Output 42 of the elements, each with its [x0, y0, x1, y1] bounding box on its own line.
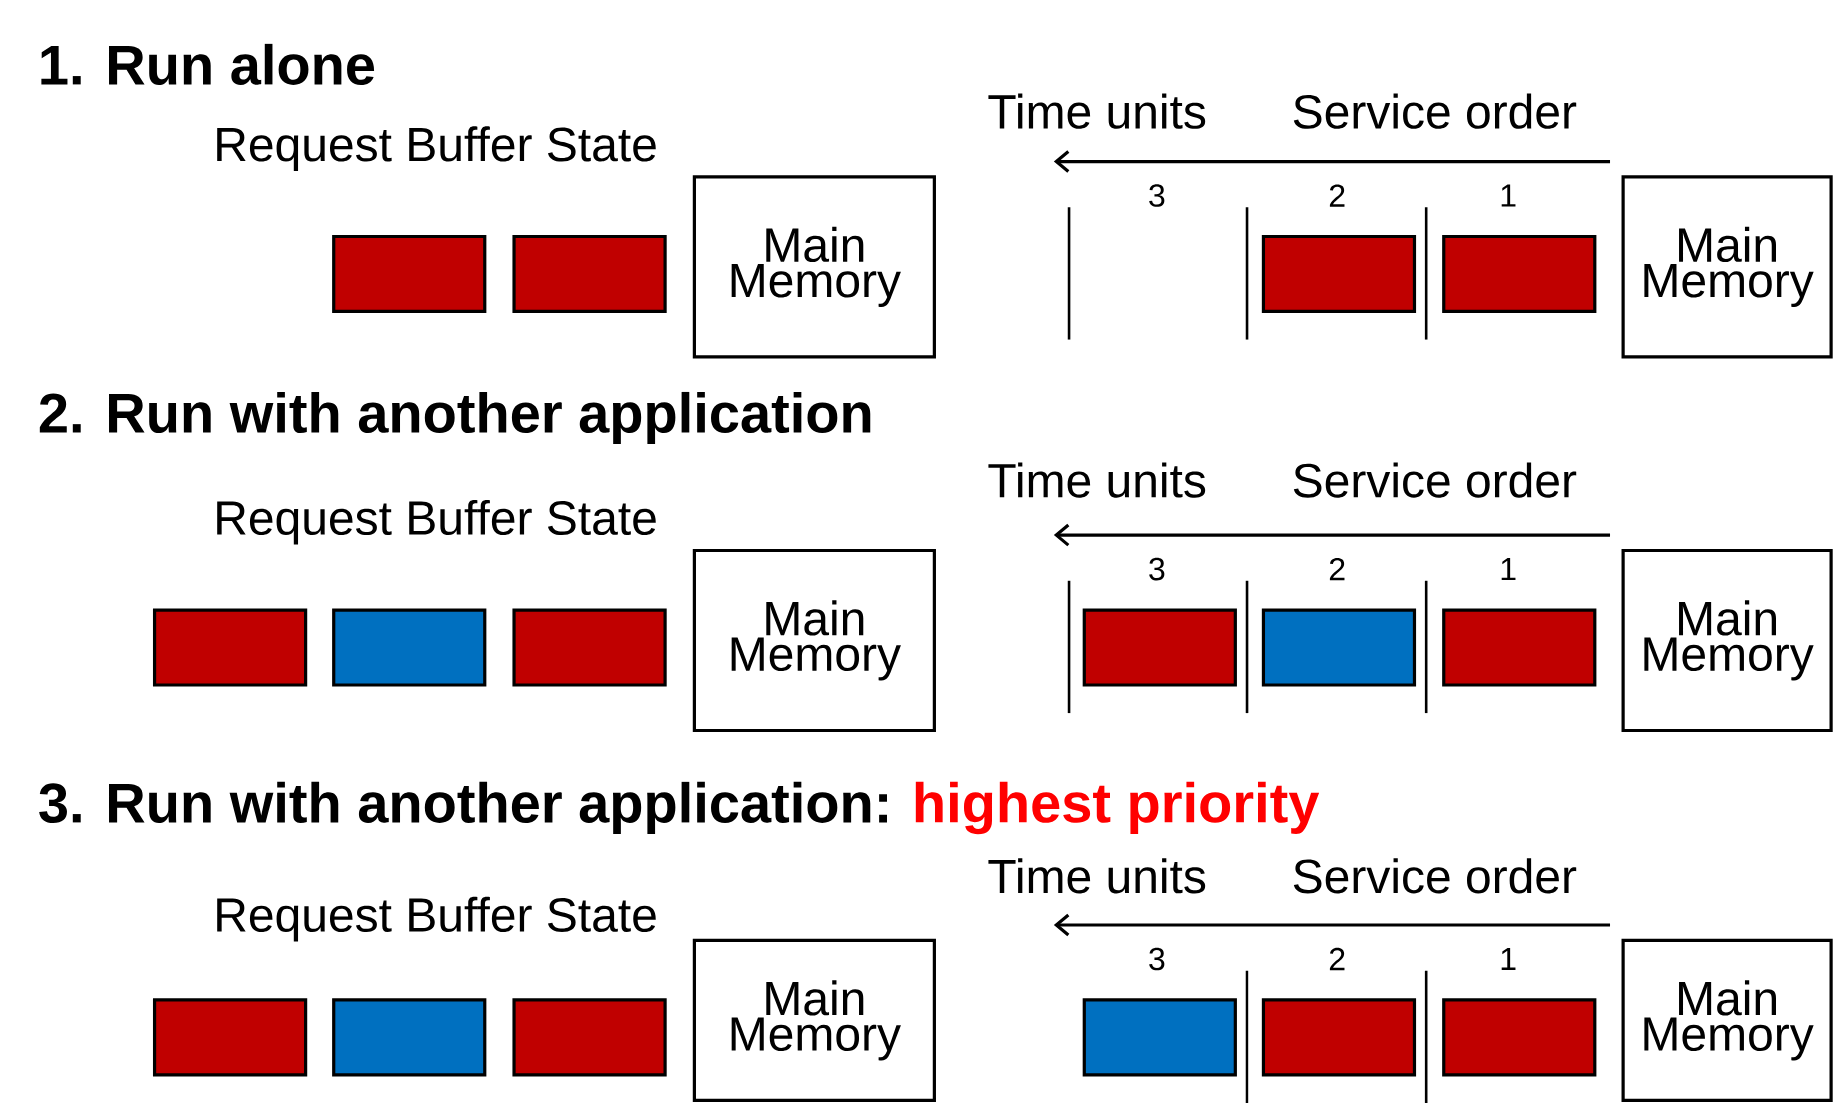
request-box: [1261, 234, 1417, 313]
request-box: [332, 234, 487, 313]
request-box: [1082, 998, 1237, 1077]
request-box: [512, 608, 667, 687]
request-box: [1442, 234, 1597, 313]
slot-number: 3: [1149, 184, 1165, 207]
text-label: Time units: [988, 93, 1206, 129]
request-box: [1261, 998, 1417, 1077]
request-box: [332, 608, 487, 687]
request-box: [1082, 608, 1237, 687]
memory-box: Main Memory: [1621, 548, 1833, 732]
request-box: [512, 998, 667, 1077]
text-label: Service order: [1293, 462, 1577, 498]
text-label: Time units: [988, 858, 1206, 894]
text-label: Time units: [988, 462, 1206, 498]
text-label: Service order: [1293, 858, 1577, 894]
request-box: [1442, 998, 1597, 1077]
text-label: Request Buffer State: [217, 896, 656, 942]
text-label: Request Buffer State: [217, 499, 656, 545]
section-heading: 3. Run with another application:: [39, 781, 887, 834]
highlight-text: highest priority: [915, 781, 1320, 834]
request-box: [1442, 608, 1597, 687]
text-label: Request Buffer State: [217, 126, 656, 171]
request-box: [1261, 608, 1417, 687]
text-label: Service order: [1293, 93, 1577, 129]
section-heading: 1. Run alone: [41, 43, 375, 85]
slot-number: 1: [1501, 184, 1516, 207]
slot-number: 2: [1329, 184, 1345, 207]
slot-number: 1: [1501, 557, 1516, 580]
request-box: [152, 608, 308, 687]
request-box: [152, 998, 308, 1077]
memory-box: Main Memory: [1621, 938, 1833, 1102]
memory-box: Main Memory: [692, 175, 936, 359]
section-heading: 2. Run with another application: [39, 391, 871, 444]
request-box: [332, 998, 487, 1077]
memory-box: Main Memory: [692, 938, 936, 1102]
slot-number: 1: [1501, 947, 1516, 970]
memory-box: Main Memory: [1621, 175, 1833, 359]
memory-box: Main Memory: [692, 548, 936, 732]
slot-number: 3: [1149, 557, 1165, 581]
slot-number: 2: [1329, 557, 1345, 581]
request-box: [512, 234, 667, 313]
